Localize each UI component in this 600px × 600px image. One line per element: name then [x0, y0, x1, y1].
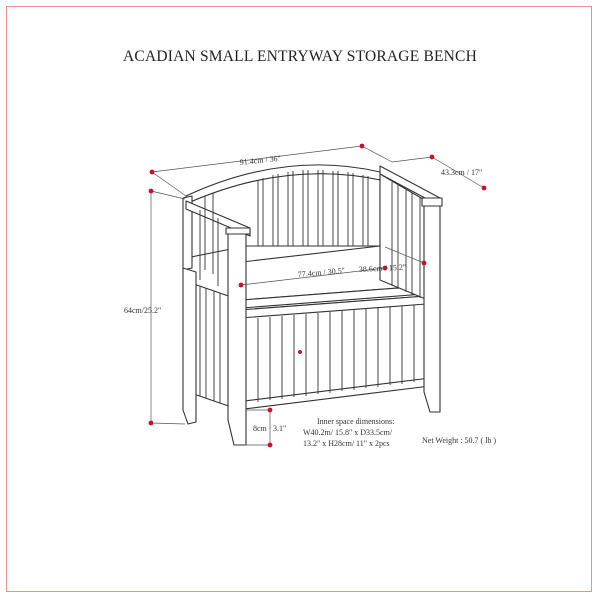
dimension-marker	[382, 265, 388, 271]
left-arm-cap	[225, 227, 251, 235]
right-front-post	[423, 201, 441, 413]
dimension-marker	[148, 188, 154, 194]
label-seat-width: 77.4cm / 30.5"	[297, 266, 345, 279]
label-depth-total: 43.3cm / 17"	[441, 168, 482, 177]
inner-space-heading: Inner space dimensions:	[317, 417, 395, 426]
left-back-leg	[182, 267, 197, 425]
dimension-marker	[481, 185, 487, 191]
dim-seat-width-line	[240, 267, 386, 286]
dimension-marker	[359, 143, 365, 149]
dim-height-ext-bottom	[150, 422, 186, 425]
label-width-total: 91.4cm / 36"	[239, 154, 281, 167]
center-marker	[298, 350, 302, 354]
left-front-post	[227, 231, 247, 446]
bench-illustration	[182, 164, 443, 446]
dim-depth-line	[431, 156, 485, 189]
dimension-marker	[267, 407, 273, 413]
storage-slats	[257, 305, 415, 402]
dimension-marker	[267, 442, 273, 448]
dimension-marker	[421, 260, 427, 266]
dim-seat-depth-line	[384, 246, 425, 264]
dimension-marker	[238, 282, 244, 288]
label-leg-height-cm: 8cm	[253, 424, 268, 433]
left-side-slats	[199, 210, 229, 406]
dimension-marker	[429, 154, 435, 160]
inner-space-line-2: 13.2" x H28cm/ 11" x 2pcs	[303, 439, 390, 448]
right-side-slats	[391, 182, 421, 298]
dimension-marker	[148, 420, 154, 426]
label-height-total: 64cm/25.2"	[124, 306, 161, 315]
label-leg-height-in: 3.1"	[273, 424, 286, 433]
right-arm-cap	[421, 197, 443, 207]
back-left-post	[182, 195, 193, 271]
diagram-title: ACADIAN SMALL ENTRYWAY STORAGE BENCH	[123, 48, 477, 65]
dim-depth-ext	[391, 156, 433, 163]
inner-space-line-1: W40.2m/ 15.8" x D33.5cm/	[303, 428, 393, 437]
label-seat-depth: 38.6cm / 15.2"	[359, 263, 407, 274]
net-weight: Net Weight : 50.7 ( lb )	[422, 436, 497, 445]
image-frame	[6, 6, 592, 592]
dim-height-ext-top	[150, 190, 186, 200]
dimension-marker	[149, 169, 155, 175]
dim-width-ext-left	[151, 171, 187, 197]
dim-width-ext-right	[361, 145, 393, 163]
backrest-slats	[204, 170, 369, 274]
dim-width-line	[151, 145, 363, 173]
dimension-markers	[148, 143, 487, 448]
dimension-lines	[150, 145, 485, 446]
